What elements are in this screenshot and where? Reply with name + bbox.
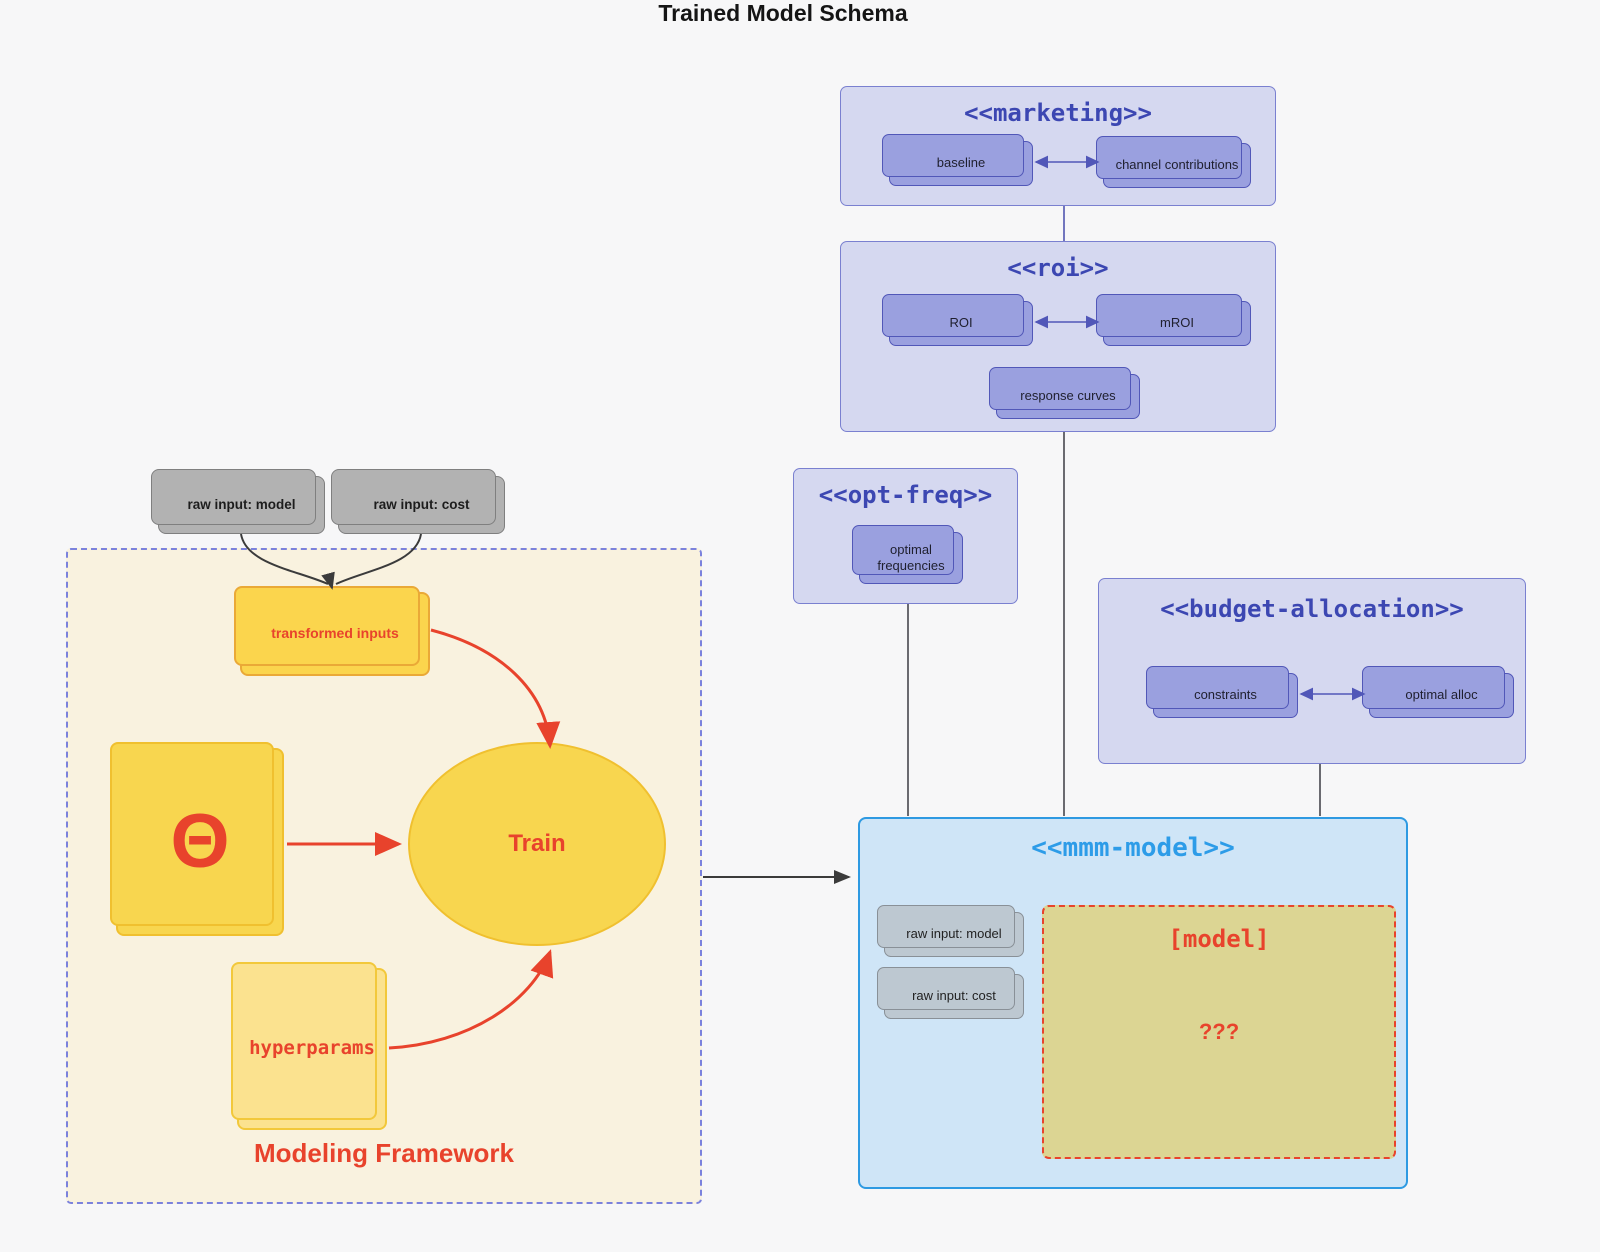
node-constraints-label: constraints [1194,687,1257,703]
group-budget-allocation: <<budget-allocation>> constraints optima… [1098,578,1526,764]
opt-freq-title: <<opt-freq>> [818,481,993,509]
page-title: Trained Model Schema [658,0,908,26]
node-transformed-inputs-label: transformed inputs [271,625,399,642]
group-marketing: <<marketing>> baseline channel contribut… [840,86,1276,206]
node-channel-contributions: channel contributions [1096,136,1251,188]
node-channel-contributions-label: channel contributions [1115,157,1239,173]
node-mmm-raw-input-cost: raw input: cost [877,967,1024,1019]
node-roi-label: ROI [949,315,973,331]
node-train: Train [408,742,666,946]
group-mmm-model: <<mmm-model>> raw input: model raw input… [858,817,1408,1189]
node-baseline: baseline [882,134,1033,186]
model-placeholder-label: [model] [1168,925,1270,953]
train-label: Train [508,830,566,857]
node-mroi-label: mROI [1160,315,1194,331]
node-transformed-inputs: transformed inputs [234,586,430,676]
group-opt-freq: <<opt-freq>> optimal frequencies [793,468,1018,604]
node-mmm-raw-input-model-label: raw input: model [906,926,1002,942]
node-hyperparams: hyperparams [231,962,387,1130]
budget-allocation-title: <<budget-allocation>> [1160,595,1464,623]
node-mmm-raw-input-model: raw input: model [877,905,1024,957]
node-response-curves: response curves [989,367,1140,419]
roi-title: <<roi>> [1007,254,1109,282]
node-model-placeholder: [model] ??? [1042,905,1396,1159]
node-optimal-alloc: optimal alloc [1362,666,1514,718]
node-optimal-frequencies: optimal frequencies [852,525,963,584]
node-roi: ROI [882,294,1033,346]
node-baseline-label: baseline [936,155,986,171]
model-unknown-label: ??? [1198,1019,1240,1044]
node-optimal-alloc-label: optimal alloc [1405,687,1478,703]
group-roi: <<roi>> ROI mROI response curves [840,241,1276,432]
node-hyperparams-label: hyperparams [249,1037,375,1060]
node-theta: Θ [110,742,284,936]
node-raw-input-cost-label: raw input: cost [373,496,470,512]
node-raw-input-model: raw input: model [151,469,325,534]
mmm-model-title: <<mmm-model>> [1031,833,1235,863]
theta-symbol: Θ [170,799,230,884]
node-mmm-raw-input-cost-label: raw input: cost [912,988,996,1004]
node-response-curves-label: response curves [1020,388,1116,404]
marketing-title: <<marketing>> [964,99,1152,127]
node-raw-input-model-label: raw input: model [187,496,296,512]
node-constraints: constraints [1146,666,1298,718]
node-raw-input-cost: raw input: cost [331,469,505,534]
node-optimal-frequencies-label: optimal frequencies [877,541,945,573]
modeling-framework-label: Modeling Framework [253,1138,515,1168]
node-mroi: mROI [1096,294,1251,346]
